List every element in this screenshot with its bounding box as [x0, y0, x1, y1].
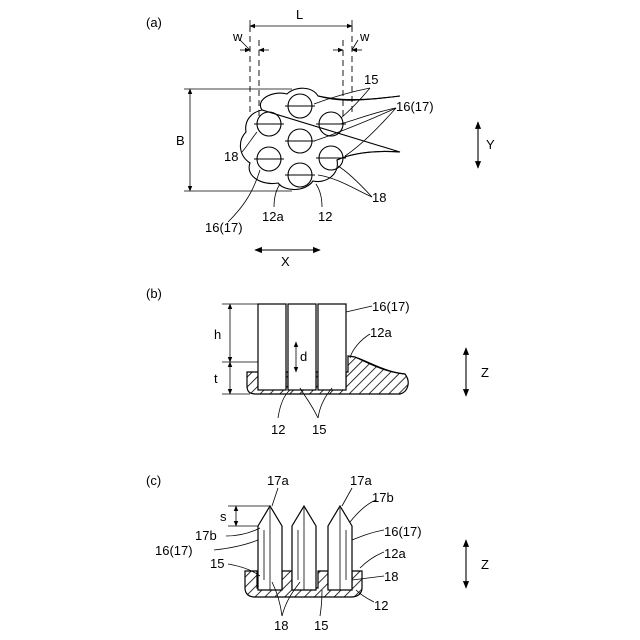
pointed-tuft — [258, 506, 282, 590]
ref-18-bottom: 18 — [274, 618, 288, 633]
axis-z-label: Z — [481, 365, 489, 380]
dim-t-label: t — [214, 371, 218, 386]
ref-15: 15 — [364, 72, 378, 87]
ref-17b-left: 17b — [195, 528, 217, 543]
ref-16-17-upper: 16(17) — [396, 99, 434, 114]
tuft-hole — [285, 129, 315, 153]
panel-label-b: (b) — [146, 286, 162, 301]
tuft-holes — [254, 94, 346, 187]
ref-16-17: 16(17) — [372, 299, 410, 314]
axis-x-label: X — [281, 254, 290, 269]
figure-c: (c) s 17a 17a 17b 17b — [146, 473, 489, 633]
ref-16-17-left: 16(17) — [155, 543, 193, 558]
ref-15: 15 — [312, 422, 326, 437]
ref-12a: 12a — [262, 209, 284, 224]
dim-d-label: d — [300, 349, 307, 364]
pointed-tuft — [292, 506, 316, 590]
ref-17a-left: 17a — [267, 473, 289, 488]
tuft-hole — [316, 146, 346, 170]
panel-label-c: (c) — [146, 473, 161, 488]
ref-18-right: 18 — [372, 190, 386, 205]
axis-z-label: Z — [481, 557, 489, 572]
bristle-tuft — [258, 304, 286, 390]
ref-12: 12 — [318, 209, 332, 224]
bristle-tuft — [288, 304, 316, 390]
ref-12a: 12a — [370, 325, 392, 340]
bristle-tuft — [318, 304, 346, 390]
ref-16-17-right: 16(17) — [384, 524, 422, 539]
ref-15: 15 — [210, 556, 224, 571]
dim-w-right-label: w — [359, 29, 370, 44]
tuft-hole — [254, 147, 284, 171]
dim-B-label: B — [176, 133, 185, 148]
ref-12: 12 — [374, 598, 388, 613]
dim-w-left-label: w — [232, 29, 243, 44]
ref-15-bottom: 15 — [314, 618, 328, 633]
ref-12: 12 — [271, 422, 285, 437]
panel-label-a: (a) — [146, 15, 162, 30]
ref-17a-right: 17a — [350, 473, 372, 488]
dim-L-label: L — [296, 7, 303, 22]
tuft-hole — [285, 94, 315, 118]
ref-12a: 12a — [384, 546, 406, 561]
ref-17b-right: 17b — [372, 490, 394, 505]
ref-16-17-lower: 16(17) — [205, 220, 243, 235]
pointed-tuft — [328, 506, 352, 590]
dim-s-label: s — [220, 509, 227, 524]
figure-b: (b) h t d 16(17) 12a 12 15 Z — [146, 286, 489, 437]
ref-18-right: 18 — [384, 569, 398, 584]
figure-a: (a) L w w B — [146, 7, 495, 269]
axis-y-label: Y — [486, 137, 495, 152]
ref-18-left: 18 — [224, 149, 238, 164]
dim-h-label: h — [214, 327, 221, 342]
